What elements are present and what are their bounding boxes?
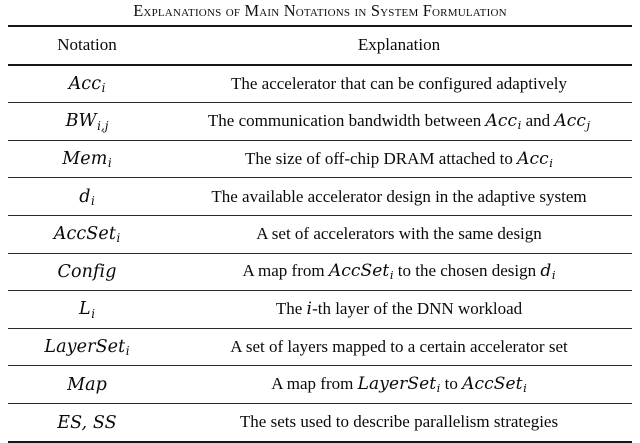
table-row: ES, SS The sets used to describe parallel… <box>8 402 632 443</box>
explanation-text: The sets used to describe parallelism st… <box>239 412 559 432</box>
math-symbol: LayerSeti <box>357 374 441 396</box>
notation-cell: BWi,j <box>8 102 166 141</box>
explanation-cell: The sets used to describe parallelism st… <box>166 402 632 443</box>
notation-cell: Acci <box>8 63 166 103</box>
math-subscript: i <box>125 344 130 359</box>
math-subscript: i,j <box>97 118 109 133</box>
table-row: Map A map from LayerSeti to AccSeti <box>8 365 632 404</box>
explanation-text: A set of layers mapped to a certain acce… <box>230 337 568 357</box>
explanation-cell: A map from AccSeti to the chosen design … <box>166 252 632 291</box>
column-header-notation: Notation <box>8 25 166 65</box>
math-symbol: Map <box>67 375 107 396</box>
explanation-cell: The size of off-chip DRAM attached to Ac… <box>166 139 632 178</box>
explanation-text: The communication bandwidth between Acci… <box>207 110 591 132</box>
math-subscript: i <box>107 156 112 171</box>
explanation-cell: A set of accelerators with the same desi… <box>166 214 632 254</box>
notation-cell: Memi <box>8 139 166 178</box>
math-symbol: Config <box>57 262 117 283</box>
table-row: Li The i-th layer of the DNN workload <box>8 290 632 329</box>
notation-cell: LayerSeti <box>8 327 166 366</box>
notations-table: Notation Explanation Acci The accelerator… <box>8 25 632 443</box>
math-symbol: Acci <box>485 110 522 132</box>
notation-cell: AccSeti <box>8 214 166 254</box>
explanation-text: A set of accelerators with the same desi… <box>256 224 542 244</box>
notation-cell: Li <box>8 290 166 329</box>
table-row: BWi,j The communication bandwidth between… <box>8 102 632 141</box>
math-symbol: AccSeti <box>328 261 394 283</box>
math-symbol: i <box>306 299 313 320</box>
table-body: Acci The accelerator that can be configur… <box>8 63 632 443</box>
math-symbol: LayerSeti <box>44 337 130 359</box>
notation-cell: Config <box>8 252 166 291</box>
explanation-text: The size of off-chip DRAM attached to Ac… <box>245 148 553 170</box>
math-subscript: i <box>523 381 527 396</box>
math-subscript: i <box>91 193 95 208</box>
explanation-text: A map from AccSeti to the chosen design … <box>242 261 556 283</box>
table-row: Acci The accelerator that can be configur… <box>8 63 632 103</box>
math-symbol: Li <box>78 299 96 321</box>
table-row: di The available accelerator design in th… <box>8 177 632 216</box>
math-symbol: di <box>79 186 95 208</box>
math-subscript: i <box>101 80 106 95</box>
table-header-row: Notation Explanation <box>8 25 632 65</box>
explanation-cell: The communication bandwidth between Acci… <box>166 102 632 141</box>
math-subscript: i <box>116 231 121 246</box>
explanation-text: The i-th layer of the DNN workload <box>275 299 523 320</box>
math-subscript: i <box>436 381 441 396</box>
table-row: LayerSeti A set of layers mapped to a cer… <box>8 327 632 366</box>
math-subscript: i <box>517 117 522 132</box>
explanation-cell: The i-th layer of the DNN workload <box>166 290 632 329</box>
math-symbol: Memi <box>62 149 112 171</box>
notations-table-wrapper: Notation Explanation Acci The accelerator… <box>8 25 632 443</box>
table-caption: Explanations of Main Notations in System… <box>133 1 507 20</box>
table-header: Notation Explanation <box>8 25 632 65</box>
math-symbol: Acci <box>68 73 106 95</box>
explanation-text: The accelerator that can be configured a… <box>230 73 568 93</box>
explanation-text: The available accelerator design in the … <box>211 186 587 206</box>
explanation-text: A map from LayerSeti to AccSeti <box>271 374 527 396</box>
math-subscript: j <box>586 117 591 132</box>
math-symbol: BWi,j <box>65 111 109 133</box>
math-symbol: Accj <box>554 110 591 132</box>
math-symbol: di <box>540 261 556 283</box>
math-subscript: i <box>389 268 394 283</box>
notation-cell: ES, SS <box>8 402 166 443</box>
table-row: AccSeti A set of accelerators with the sa… <box>8 214 632 254</box>
math-subscript: i <box>549 155 553 170</box>
table-row: Memi The size of off-chip DRAM attached t… <box>8 139 632 178</box>
table-row: Config A map from AccSeti to the chosen d… <box>8 252 632 291</box>
math-subscript: i <box>91 306 96 321</box>
math-symbol: ES, SS <box>57 412 117 433</box>
notation-cell: Map <box>8 365 166 404</box>
explanation-cell: A set of layers mapped to a certain acce… <box>166 327 632 366</box>
explanation-cell: A map from LayerSeti to AccSeti <box>166 365 632 404</box>
math-symbol: AccSeti <box>53 224 121 246</box>
notation-cell: di <box>8 177 166 216</box>
math-subscript: i <box>551 268 556 283</box>
explanation-cell: The available accelerator design in the … <box>166 177 632 216</box>
column-header-explanation: Explanation <box>166 25 632 65</box>
math-symbol: Acci <box>517 148 553 170</box>
math-symbol: AccSeti <box>462 374 527 396</box>
explanation-cell: The accelerator that can be configured a… <box>166 63 632 103</box>
